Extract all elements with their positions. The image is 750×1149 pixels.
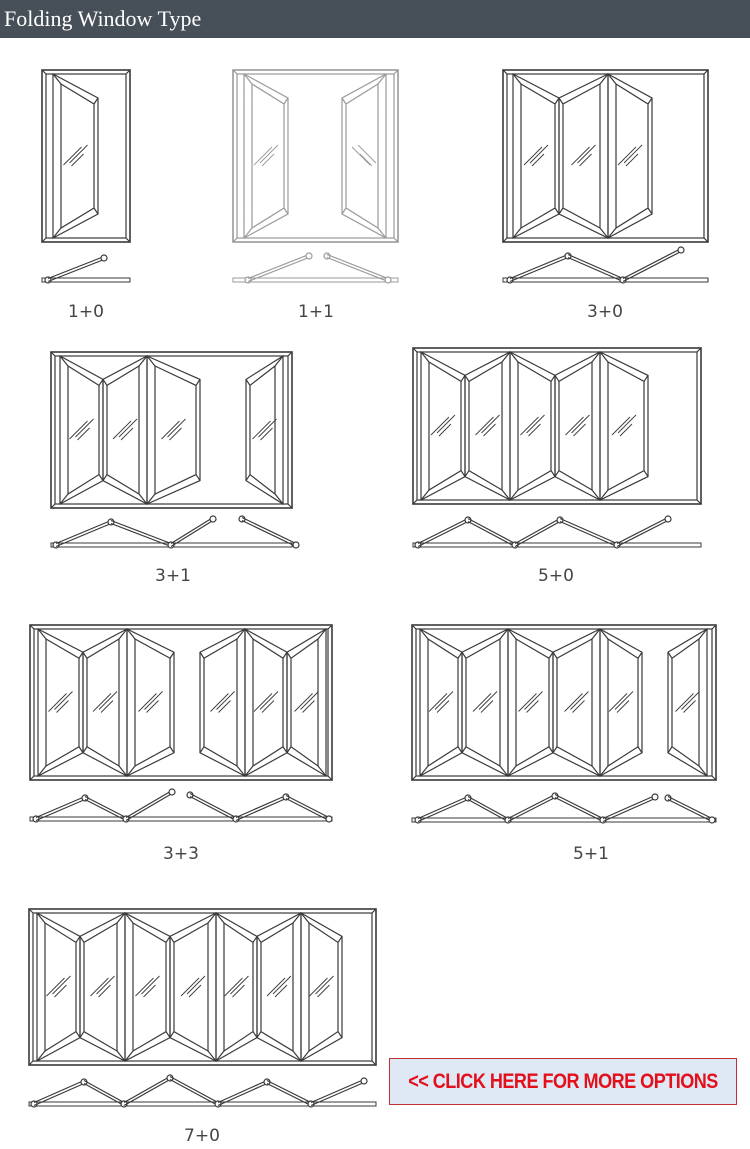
page-title: Folding Window Type [4, 6, 202, 31]
window-type-caption: 3+1 [155, 566, 191, 586]
window-type-caption: 1+0 [68, 302, 104, 322]
window-type-caption: 3+3 [163, 844, 199, 864]
window-type-caption: 3+0 [587, 302, 623, 322]
more-options-button[interactable]: << CLICK HERE FOR MORE OPTIONS [389, 1058, 737, 1105]
window-type-caption: 5+1 [573, 844, 609, 864]
window-type-caption: 1+1 [298, 302, 334, 322]
window-type-caption: 7+0 [184, 1126, 220, 1146]
more-options-label: << CLICK HERE FOR MORE OPTIONS [408, 1069, 718, 1093]
window-type-caption: 5+0 [538, 566, 574, 586]
header-bar: Folding Window Type [0, 0, 750, 38]
